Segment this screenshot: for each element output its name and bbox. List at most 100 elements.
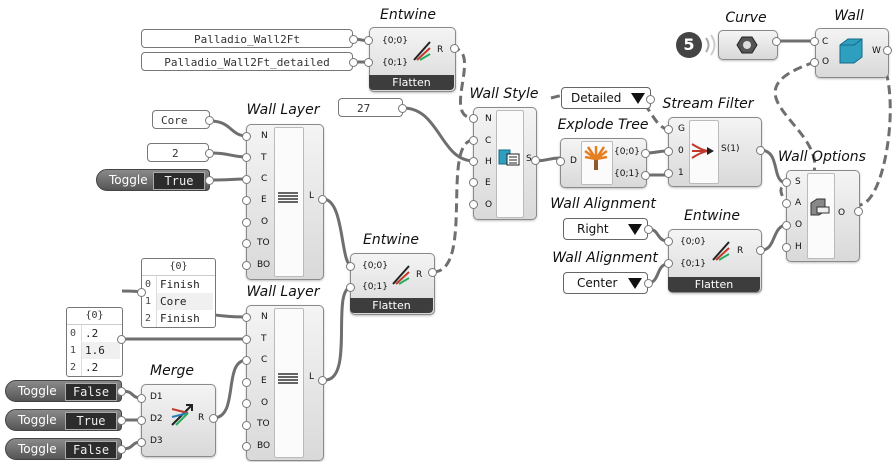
output-grip[interactable] xyxy=(205,149,214,158)
input-grip[interactable] xyxy=(556,157,565,166)
output-grip[interactable] xyxy=(398,104,407,113)
input-grip[interactable] xyxy=(782,243,791,252)
output-grip[interactable] xyxy=(531,156,540,165)
stream-filter-component[interactable]: G 0 1 S(1) xyxy=(668,117,762,187)
input-grip[interactable] xyxy=(242,421,251,430)
input-grip[interactable] xyxy=(346,283,355,292)
input-grip[interactable] xyxy=(469,136,478,145)
input-grip[interactable] xyxy=(782,178,791,187)
output-grip[interactable] xyxy=(349,58,358,67)
curve-param-component[interactable] xyxy=(718,30,778,60)
input-grip[interactable] xyxy=(242,239,251,248)
toggle-value: False xyxy=(65,383,117,401)
output-grip[interactable] xyxy=(772,37,781,46)
output-grip[interactable] xyxy=(644,225,653,234)
output-grip[interactable] xyxy=(428,268,437,277)
output-grip[interactable] xyxy=(117,335,126,344)
input-grip[interactable] xyxy=(242,399,251,408)
output-grip[interactable] xyxy=(854,207,863,216)
input-grip[interactable] xyxy=(469,178,478,187)
input-grip[interactable] xyxy=(664,147,673,156)
output-grip[interactable] xyxy=(641,149,650,158)
entwine-component[interactable]: {0;0} {0;1} R Flatten xyxy=(369,27,456,92)
wall-options-component[interactable]: S A O H O xyxy=(786,170,860,262)
output-grip[interactable] xyxy=(117,445,126,454)
input-grip[interactable] xyxy=(242,313,251,322)
flatten-footer[interactable]: Flatten xyxy=(668,277,760,292)
wall-layer-component[interactable]: N T C E O TO BO L xyxy=(246,305,324,461)
merge-component[interactable]: D1 D2 D3 R xyxy=(141,384,216,457)
output-grip[interactable] xyxy=(205,116,214,125)
entwine-component[interactable]: {0;0} {0;1} R Flatten xyxy=(668,229,762,293)
output-grip[interactable] xyxy=(450,44,459,53)
input-grip[interactable] xyxy=(242,132,251,141)
input-port-label: E xyxy=(261,376,267,386)
output-grip[interactable] xyxy=(209,414,218,423)
output-grip[interactable] xyxy=(644,279,653,288)
input-grip[interactable] xyxy=(810,37,819,46)
output-grip[interactable] xyxy=(756,146,765,155)
toggle-value: False xyxy=(65,441,117,459)
input-grip[interactable] xyxy=(137,394,146,403)
input-grip[interactable] xyxy=(782,221,791,230)
boolean-toggle[interactable]: Toggle False xyxy=(5,380,122,402)
input-grip[interactable] xyxy=(242,261,251,270)
wall-alignment-dropdown[interactable]: Center xyxy=(563,272,648,294)
boolean-toggle[interactable]: Toggle False xyxy=(5,438,122,460)
input-grip[interactable] xyxy=(469,157,478,166)
output-grip[interactable] xyxy=(641,171,650,180)
wall-style-component[interactable]: N C H E O S xyxy=(473,107,537,220)
input-grip[interactable] xyxy=(469,114,478,123)
flatten-footer[interactable]: Flatten xyxy=(350,298,433,313)
input-grip[interactable] xyxy=(242,335,251,344)
flatten-footer[interactable]: Flatten xyxy=(369,75,454,90)
wall-alignment-dropdown[interactable]: Right xyxy=(563,218,648,240)
input-grip[interactable] xyxy=(346,262,355,271)
input-grip[interactable] xyxy=(664,259,673,268)
input-grip[interactable] xyxy=(242,356,251,365)
input-grip[interactable] xyxy=(242,175,251,184)
input-grip[interactable] xyxy=(242,442,251,451)
input-grip[interactable] xyxy=(810,58,819,67)
input-grip[interactable] xyxy=(782,199,791,208)
boolean-toggle[interactable]: Toggle True xyxy=(5,409,122,431)
output-grip[interactable] xyxy=(318,195,327,204)
input-grip[interactable] xyxy=(137,416,146,425)
input-grip[interactable] xyxy=(242,196,251,205)
explode-tree-component[interactable]: D {0;0} {0;1} xyxy=(560,138,647,188)
output-grip[interactable] xyxy=(318,376,327,385)
input-grip[interactable] xyxy=(242,378,251,387)
wall-layer-component[interactable]: N T C E O TO BO L xyxy=(246,124,324,280)
style-name-panel[interactable]: Palladio_Wall2Ft xyxy=(141,29,353,48)
input-grip[interactable] xyxy=(664,125,673,134)
input-grip[interactable] xyxy=(469,200,478,209)
style-name-detailed-panel[interactable]: Palladio_Wall2Ft_detailed xyxy=(141,52,353,71)
input-port-label: 1 xyxy=(678,168,684,178)
input-grip[interactable] xyxy=(242,153,251,162)
input-grip[interactable] xyxy=(242,218,251,227)
output-grip[interactable] xyxy=(117,387,126,396)
output-grip[interactable] xyxy=(883,46,892,55)
boolean-toggle[interactable]: Toggle True xyxy=(96,169,210,191)
input-grip[interactable] xyxy=(364,36,373,45)
dropdown-value: Center xyxy=(577,276,618,290)
detail-dropdown[interactable]: Detailed xyxy=(561,87,651,109)
input-grip[interactable] xyxy=(364,58,373,67)
layer-thickness-panel[interactable]: 2 xyxy=(147,143,209,162)
layer-name-panel[interactable]: Core xyxy=(152,110,210,129)
number-panel[interactable]: 27 xyxy=(338,98,403,117)
output-grip[interactable] xyxy=(349,35,358,44)
input-grip[interactable] xyxy=(664,237,673,246)
input-grip[interactable] xyxy=(664,169,673,178)
output-grip[interactable] xyxy=(205,176,214,185)
output-grip[interactable] xyxy=(646,95,655,104)
input-grip[interactable] xyxy=(137,438,146,447)
entwine-component[interactable]: {0;0} {0;1} R Flatten xyxy=(350,253,435,315)
output-grip[interactable] xyxy=(756,246,765,255)
input-grip[interactable] xyxy=(137,288,146,297)
output-grip[interactable] xyxy=(117,416,126,425)
wall-component[interactable]: C O W xyxy=(815,28,889,78)
